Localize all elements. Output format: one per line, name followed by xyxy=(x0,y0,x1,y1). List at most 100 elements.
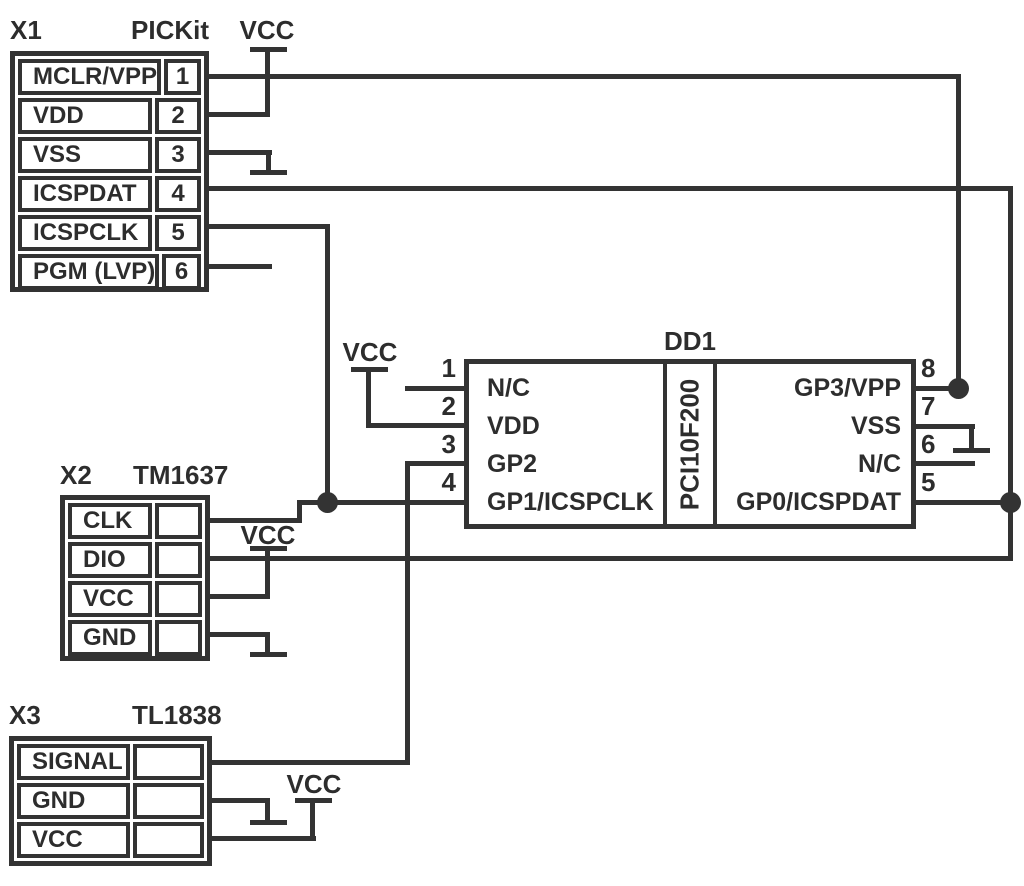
x1-row-pgm: PGM (LVP) 6 xyxy=(18,254,201,290)
x1-row-vdd: VDD 2 xyxy=(18,98,201,134)
x1-ref: X1 xyxy=(10,15,42,45)
vcc-label-x3: VCC xyxy=(286,769,342,799)
wire-gp2-v xyxy=(405,461,410,765)
x2-ref: X2 xyxy=(60,460,92,490)
x2-pin-cell xyxy=(155,620,202,656)
x3-pin-cell xyxy=(133,822,204,858)
x1-pin-number: 1 xyxy=(164,59,201,95)
wire-dd1-pin5 xyxy=(916,500,1008,505)
vcc-symbol-dd1 xyxy=(351,367,388,372)
dd1-pin5-number: 5 xyxy=(921,467,936,497)
x1-row-icspclk: ICSPCLK 5 xyxy=(18,215,201,251)
x1-pin-label: PGM (LVP) xyxy=(18,254,160,290)
dd1-pin4-number: 4 xyxy=(441,467,456,497)
x3-row-signal: SIGNAL xyxy=(17,744,204,780)
vcc-stem-x1 xyxy=(265,52,270,116)
dd1-pin1-number: 1 xyxy=(441,353,456,383)
x2-pin-cell xyxy=(155,503,202,539)
dd1-pin4-name: GP1/ICSPCLK xyxy=(487,488,654,516)
wire-x2-gnd xyxy=(210,632,270,637)
junction-dot-icspclk xyxy=(317,492,338,513)
wire-icspclk-h xyxy=(209,224,330,229)
wire-x2-clk-riser xyxy=(297,500,302,523)
connector-x1: MCLR/VPP 1 VDD 2 VSS 3 ICSPDAT 4 ICSPCLK… xyxy=(10,51,209,292)
dd1-pin2-name: VDD xyxy=(487,412,540,440)
junction-dot-vpp xyxy=(948,378,969,399)
x3-row-vcc: VCC xyxy=(17,822,204,858)
wire-x2-vcc xyxy=(210,594,270,599)
ic-part-strip: PCI10F200 xyxy=(667,364,713,524)
junction-dot-icspdat xyxy=(1000,492,1021,513)
wire-mclr-v xyxy=(956,74,961,390)
dd1-pin6-number: 6 xyxy=(921,429,936,459)
wire-dd1-pin8 xyxy=(916,386,960,391)
x3-pin-label: VCC xyxy=(17,822,130,858)
dd1-pin8-number: 8 xyxy=(921,353,936,383)
ic-dd1: PCI10F200 N/C VDD GP2 GP1/ICSPCLK GP3/VP… xyxy=(464,359,916,529)
x3-pin-label: GND xyxy=(17,783,130,819)
vcc-symbol-x3 xyxy=(295,798,332,803)
connector-x2: CLK DIO VCC GND xyxy=(60,495,210,661)
gnd-symbol-x3 xyxy=(250,820,287,825)
x1-row-icspdat: ICSPDAT 4 xyxy=(18,176,201,212)
vcc-stem-x2 xyxy=(265,551,270,599)
gnd-symbol-dd1 xyxy=(953,448,990,453)
wire-x1-vss xyxy=(209,150,272,155)
dd1-pin8-name: GP3/VPP xyxy=(794,374,901,402)
ic-divider-right xyxy=(713,364,717,524)
wire-icspdat-v xyxy=(1008,186,1013,561)
dd1-ref: DD1 xyxy=(664,326,717,356)
x1-pin-number: 2 xyxy=(155,98,201,134)
x1-pin-label: VDD xyxy=(18,98,152,134)
wire-dd1-pin2 xyxy=(366,423,464,428)
x1-pin-label: MCLR/VPP xyxy=(18,59,162,95)
x3-row-gnd: GND xyxy=(17,783,204,819)
x2-pin-label: GND xyxy=(68,620,152,656)
x2-row-dio: DIO xyxy=(68,542,202,578)
vcc-symbol-x2 xyxy=(250,546,287,551)
wire-x1-vdd xyxy=(209,112,270,117)
x1-pin-number: 5 xyxy=(155,215,201,251)
dd1-pin1-name: N/C xyxy=(487,374,531,402)
x1-row-vss: VSS 3 xyxy=(18,137,201,173)
dd1-pin2-number: 2 xyxy=(441,391,456,421)
gnd-stem-x2 xyxy=(265,632,270,654)
wire-x3-gnd xyxy=(212,798,270,803)
wire-dd1-pin4 xyxy=(297,500,464,505)
connector-x3: SIGNAL GND VCC xyxy=(9,736,212,866)
dd1-pin5-name: GP0/ICSPDAT xyxy=(736,488,901,516)
x2-pin-label: DIO xyxy=(68,542,152,578)
wire-x1-pgm-stub xyxy=(209,264,272,269)
wire-dio-h xyxy=(210,556,1013,561)
x2-title: TM1637 xyxy=(133,460,229,490)
x1-pin-number: 6 xyxy=(162,254,201,290)
x2-row-clk: CLK xyxy=(68,503,202,539)
x1-pin-label: ICSPCLK xyxy=(18,215,152,251)
ic-divider-left xyxy=(663,364,667,524)
wire-dd1-pin3 xyxy=(405,461,464,466)
gnd-stem-x3 xyxy=(265,798,270,822)
x3-title: TL1838 xyxy=(132,700,222,730)
x2-pin-label: VCC xyxy=(68,581,152,617)
x2-pin-cell xyxy=(155,581,202,617)
vcc-label-x2: VCC xyxy=(240,520,296,550)
vcc-label-x1: VCC xyxy=(239,15,295,45)
wire-mclr-h xyxy=(209,74,961,79)
x1-row-mclr: MCLR/VPP 1 xyxy=(18,59,201,95)
vcc-symbol-x1 xyxy=(250,47,287,52)
x1-title: PICKit xyxy=(131,15,209,45)
x2-pin-label: CLK xyxy=(68,503,152,539)
wire-dd1-pin7 xyxy=(916,424,975,429)
vcc-label-dd1: VCC xyxy=(342,337,398,367)
x3-pin-cell xyxy=(133,783,204,819)
dd1-pin6-name: N/C xyxy=(857,450,901,478)
gnd-symbol-x2 xyxy=(250,652,287,657)
dd1-pin3-name: GP2 xyxy=(487,450,538,478)
wire-dd1-pin1-stub xyxy=(405,386,464,391)
x2-row-gnd: GND xyxy=(68,620,202,656)
x1-pin-number: 4 xyxy=(155,176,201,212)
gnd-stem-dd1 xyxy=(969,424,974,450)
dd1-pin7-number: 7 xyxy=(921,391,936,421)
wire-icspdat-h xyxy=(209,186,1013,191)
